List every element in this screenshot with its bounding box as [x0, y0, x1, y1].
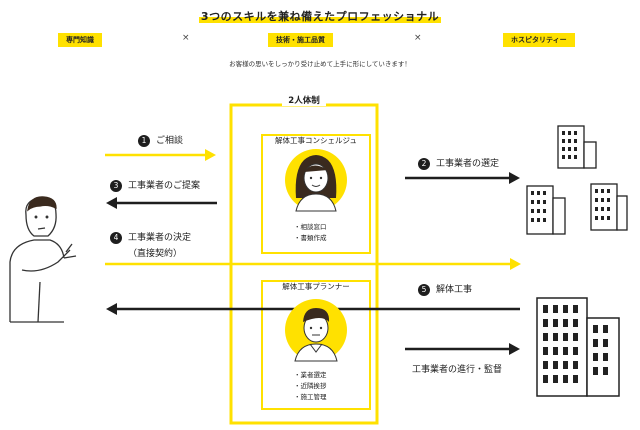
arrow-selection — [405, 172, 520, 184]
skill-badge-expertise: 専門知識 — [58, 33, 102, 47]
flow-label-decision-sub: （直接契約） — [128, 248, 183, 259]
planner-duty-1: ・業者選定 — [294, 371, 327, 379]
step-number-4: 4 — [110, 231, 122, 244]
step-number-1: 1 — [138, 134, 150, 147]
arrow-supervision — [405, 343, 520, 355]
concierge-duty-1: ・相談窓口 — [294, 223, 327, 231]
planner-avatar-icon — [285, 299, 347, 362]
customer-icon — [9, 196, 77, 323]
subtitle: お客様の思いをしっかり受け止めて上手に形にしていきます！ — [229, 60, 411, 68]
step-number-2: 2 — [418, 157, 430, 170]
step-number-5: 5 — [418, 283, 430, 296]
step-number-3: 3 — [110, 179, 122, 192]
planner-duties: ・業者選定 ・近隣挨拶 ・施工管理 — [294, 370, 327, 403]
arrow-decision — [105, 258, 521, 270]
planner-duty-3: ・施工管理 — [294, 393, 327, 401]
concierge-box — [261, 134, 371, 254]
arrow-consultation — [105, 149, 216, 161]
concierge-duties: ・相談窓口 ・書類作成 — [294, 222, 327, 244]
flow-label-supervision: 工事業者の進行・監督 — [412, 365, 503, 375]
system-title: 2人体制 — [231, 94, 377, 106]
arrow-proposal — [106, 197, 217, 209]
diagram-title: 3つのスキルを兼ね備えたプロフェッショナル — [198, 10, 442, 23]
building-large-windows — [543, 305, 608, 383]
concierge-title: 解体工事コンシェルジュ — [262, 128, 370, 147]
planner-title: 解体工事プランナー — [262, 274, 370, 293]
skill-badge-quality: 技術・施工品質 — [268, 33, 333, 47]
planner-box — [261, 280, 371, 410]
times-symbol-1: × — [182, 33, 190, 43]
skill-badge-hospitality: ホスピタリティー — [503, 33, 575, 47]
concierge-duty-2: ・書類作成 — [294, 234, 327, 242]
concierge-avatar-icon — [285, 149, 347, 212]
buildings-top-windows — [531, 131, 610, 222]
times-symbol-2: × — [414, 33, 422, 43]
planner-duty-2: ・近隣挨拶 — [294, 382, 327, 390]
